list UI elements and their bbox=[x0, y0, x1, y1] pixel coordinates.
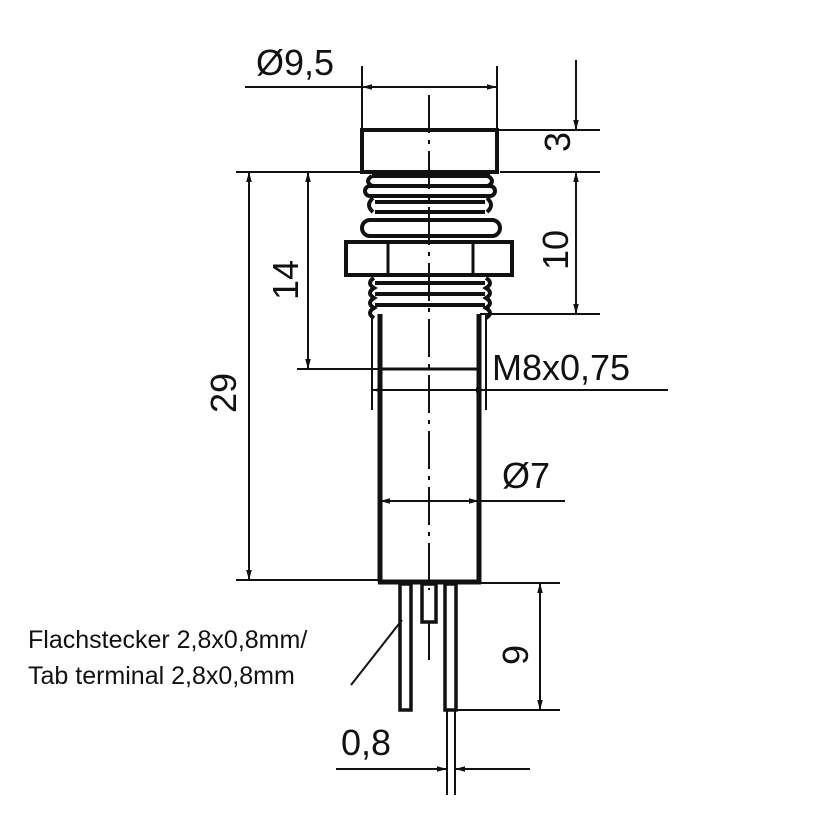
tab-terminals bbox=[398, 582, 458, 795]
callout-line-2: Tab terminal 2,8x0,8mm bbox=[28, 662, 295, 690]
label-head-diameter: Ø9,5 bbox=[256, 42, 335, 83]
callout-leader bbox=[350, 619, 403, 686]
label-bezel-to-nut: 14 bbox=[265, 259, 306, 300]
label-thread-spec: M8x0,75 bbox=[492, 347, 631, 388]
label-terminal-thickness: 0,8 bbox=[341, 722, 392, 763]
dim-thread-length bbox=[480, 172, 600, 315]
dim-bezel-to-nut bbox=[297, 172, 380, 370]
label-terminal-length: 9 bbox=[495, 644, 536, 665]
lamp-body bbox=[371, 314, 487, 585]
dim-head-height bbox=[497, 60, 600, 173]
callout-line-1: Flachstecker 2,8x0,8mm/ bbox=[28, 626, 308, 654]
upper-thread bbox=[360, 174, 502, 238]
label-thread-length: 10 bbox=[535, 229, 576, 270]
dim-terminal-length bbox=[456, 582, 560, 711]
label-total-length: 29 bbox=[203, 372, 244, 413]
dim-total-length bbox=[236, 171, 380, 581]
label-head-height: 3 bbox=[537, 131, 578, 152]
label-body-diameter: Ø7 bbox=[502, 455, 551, 496]
dim-head-diameter bbox=[245, 66, 498, 130]
